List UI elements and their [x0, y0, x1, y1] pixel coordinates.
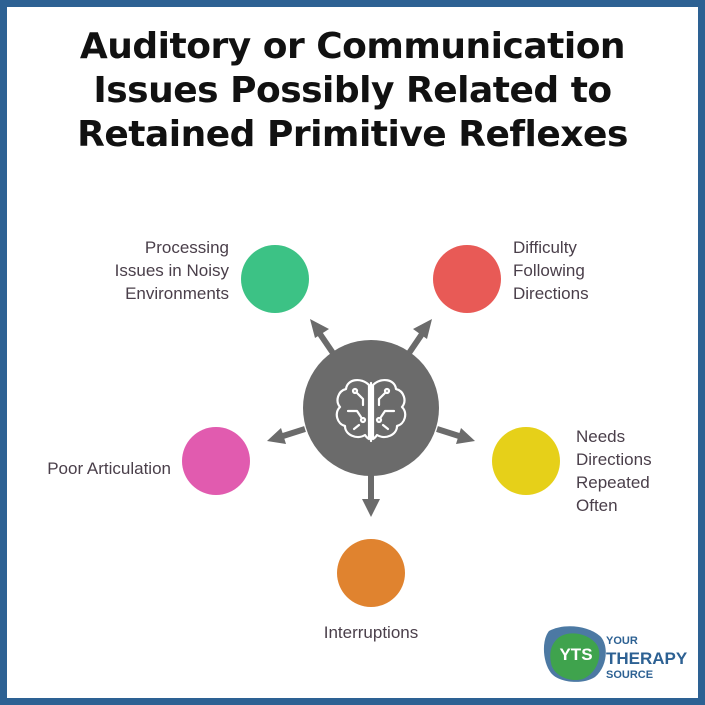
node-label-repeated: Needs Directions Repeated Often: [576, 425, 676, 517]
logo-line-3: SOURCE: [606, 669, 654, 681]
label-line: Following: [513, 261, 585, 280]
arrow-to-interruptions: [362, 473, 380, 517]
logo-badge: YTS: [559, 645, 592, 664]
label-line: Issues in Noisy: [114, 261, 229, 280]
label-line: Needs: [576, 427, 626, 446]
label-line: Interruptions: [323, 623, 419, 642]
node-circle-noisy: [241, 245, 309, 313]
yts-logo: YTS: [543, 626, 606, 682]
node-circle-interruptions: [337, 539, 405, 607]
node-circle-repeated: [492, 427, 560, 495]
infographic-frame: Auditory or Communication Issues Possibl…: [7, 7, 698, 698]
title-line-3: Retained Primitive Reflexes: [77, 114, 628, 155]
title-line-2: Issues Possibly Related to: [93, 70, 612, 111]
label-line: Difficulty: [513, 238, 577, 257]
node-label-articulation: Poor Articulation: [15, 457, 171, 480]
label-line: Directions: [576, 450, 652, 469]
arrow-to-articulation: [267, 426, 306, 444]
label-line: Often: [576, 496, 618, 515]
page-title: Auditory or Communication Issues Possibl…: [7, 25, 698, 157]
logo-line-1: YOUR: [606, 635, 638, 647]
node-circle-articulation: [182, 427, 250, 495]
brain-circuit-icon: [335, 379, 407, 443]
arrow-to-repeated: [436, 426, 475, 444]
node-label-interruptions: Interruptions: [287, 621, 455, 644]
label-line: Directions: [513, 284, 589, 303]
node-label-directions: Difficulty Following Directions: [513, 236, 633, 305]
node-circle-directions: [433, 245, 501, 313]
title-line-1: Auditory or Communication: [79, 26, 626, 67]
label-line: Processing: [144, 238, 229, 257]
label-line: Environments: [125, 284, 229, 303]
node-label-noisy: Processing Issues in Noisy Environments: [102, 236, 229, 305]
label-line: Repeated: [576, 473, 650, 492]
label-line: Poor Articulation: [47, 459, 171, 478]
logo-wordmark: YOUR THERAPY SOURCE: [606, 634, 687, 683]
logo-line-2: THERAPY: [606, 649, 688, 668]
reflex-diagram: [182, 245, 560, 607]
